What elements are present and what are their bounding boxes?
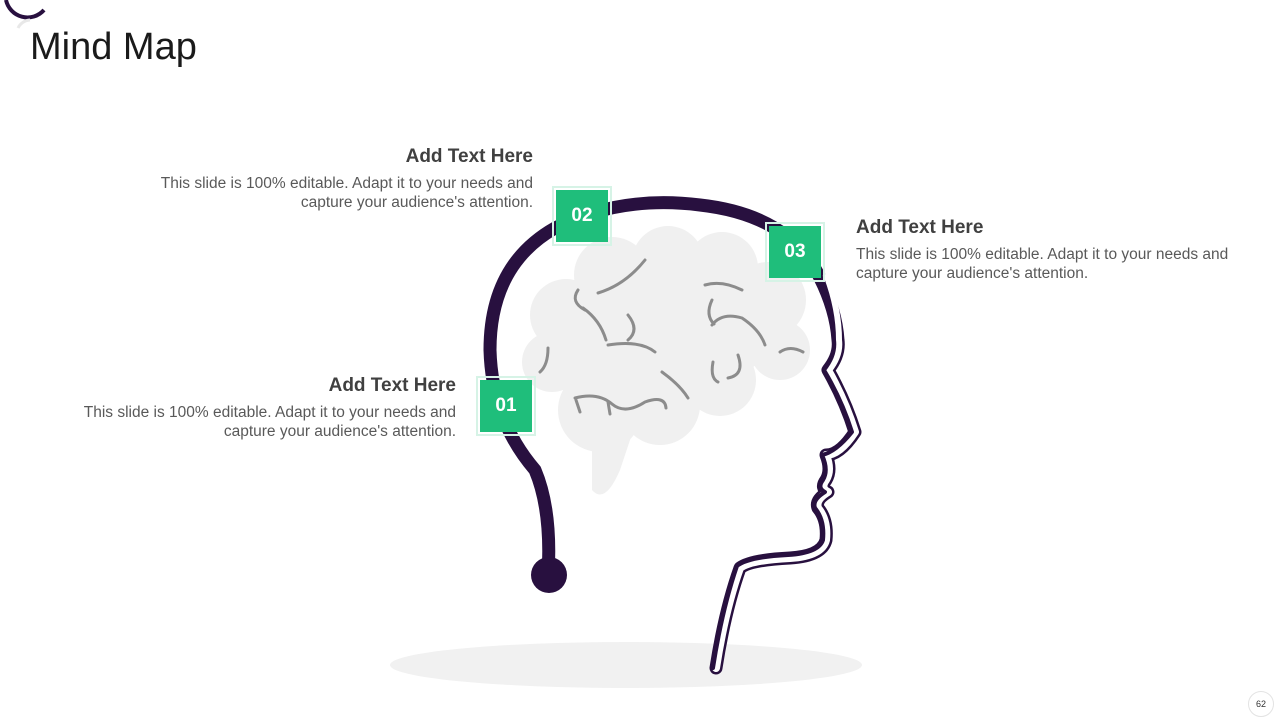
node-badge-03: 03 xyxy=(765,222,825,282)
page-number: 62 xyxy=(1248,691,1274,717)
node-text-02: Add Text Here This slide is 100% editabl… xyxy=(136,146,533,212)
node-body-03: This slide is 100% editable. Adapt it to… xyxy=(856,246,1229,282)
node-badge-02: 02 xyxy=(552,186,612,246)
node-heading-03: Add Text Here xyxy=(856,217,984,238)
corner-decoration xyxy=(4,0,46,29)
slide-title: Mind Map xyxy=(30,26,197,68)
node-body-02: This slide is 100% editable. Adapt it to… xyxy=(160,175,533,211)
face-profile-line xyxy=(711,276,854,670)
node-badge-01: 01 xyxy=(476,376,536,436)
brain-illustration xyxy=(522,226,810,495)
neck-end-dot xyxy=(531,557,567,593)
node-heading-01: Add Text Here xyxy=(328,375,456,396)
node-text-03: Add Text Here This slide is 100% editabl… xyxy=(856,217,1256,283)
node-body-01: This slide is 100% editable. Adapt it to… xyxy=(83,404,456,440)
node-heading-02: Add Text Here xyxy=(405,146,533,167)
brain-folds xyxy=(538,258,805,416)
ground-shadow xyxy=(390,642,862,688)
face-profile xyxy=(712,274,859,672)
node-text-01: Add Text Here This slide is 100% editabl… xyxy=(60,375,456,441)
